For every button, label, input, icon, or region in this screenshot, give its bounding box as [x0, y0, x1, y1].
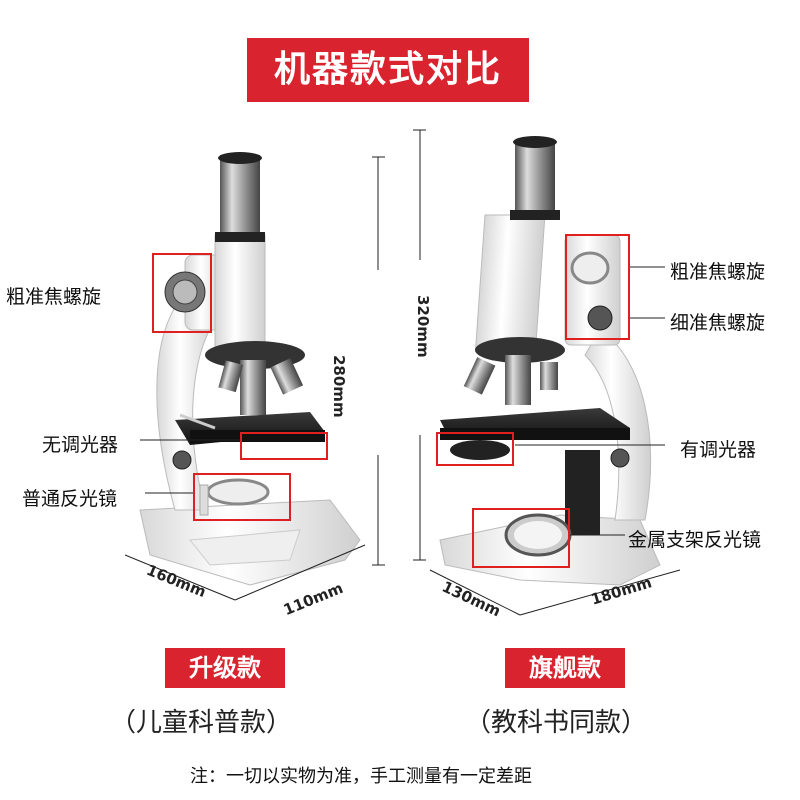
- highlight-box-condenser: [436, 432, 514, 466]
- page-title: 机器款式对比: [247, 38, 529, 102]
- footnote: 注：一切以实物为准，手工测量有一定差距: [190, 766, 532, 787]
- label-mirror-left: 普通反光镜: [22, 488, 118, 510]
- left-microscope: [139, 152, 361, 586]
- label-condenser: 有调光器: [680, 439, 757, 461]
- subtitle-left-model: （儿童科普款）: [110, 708, 293, 738]
- badge-right-model: 旗舰款: [505, 648, 625, 688]
- leader-lines: [140, 266, 665, 536]
- label-no-condenser: 无调光器: [42, 434, 119, 456]
- highlight-box-focus-right: [565, 234, 630, 340]
- dimension-lines: [124, 129, 681, 616]
- dim-left-height: 280mm: [330, 355, 348, 418]
- label-coarse-focus-right: 粗准焦螺旋: [670, 261, 766, 283]
- subtitle-right-model: （教科书同款）: [465, 708, 648, 738]
- badge-left-model: 升级款: [165, 648, 285, 688]
- highlight-box-coarse-focus-left: [152, 253, 212, 333]
- highlight-box-mirror-left: [193, 473, 291, 521]
- label-coarse-focus-left: 粗准焦螺旋: [6, 286, 102, 308]
- dim-right-height: 320mm: [414, 295, 432, 358]
- label-mirror-right: 金属支架反光镜: [628, 529, 762, 551]
- highlight-box-no-condenser: [240, 432, 328, 460]
- highlight-box-mirror-right: [472, 508, 570, 568]
- label-fine-focus: 细准焦螺旋: [670, 312, 766, 334]
